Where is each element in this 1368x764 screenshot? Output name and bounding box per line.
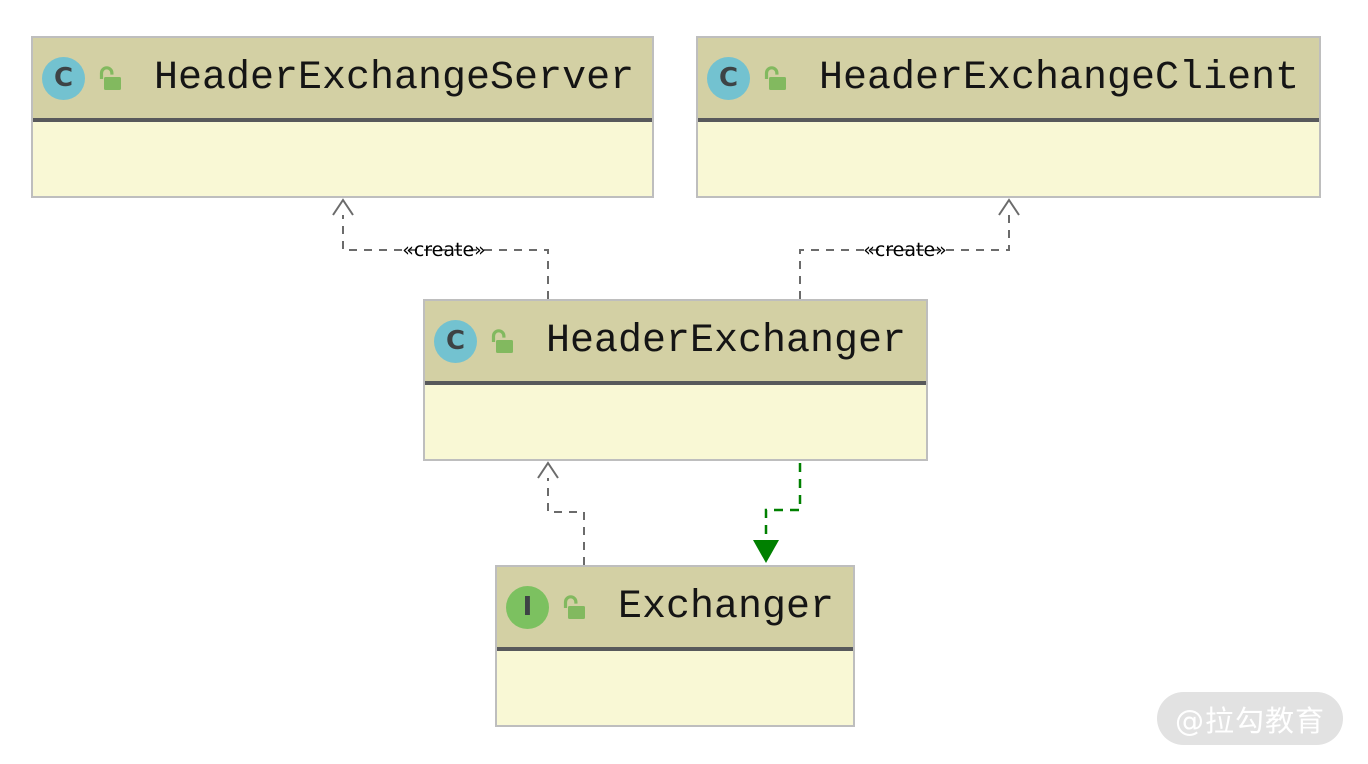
class-node-headerexchangeserver[interactable]: C HeaderExchangeServer bbox=[31, 36, 654, 198]
class-name: HeaderExchangeServer bbox=[154, 55, 635, 101]
edge-dependency-exchanger bbox=[537, 461, 585, 565]
class-members-compartment bbox=[33, 122, 652, 196]
edge-label-create-client: «create» bbox=[863, 239, 947, 261]
unlocked-padlock-icon bbox=[563, 594, 585, 619]
class-header: I Exchanger bbox=[497, 567, 853, 651]
unlocked-padlock-icon bbox=[764, 65, 786, 90]
edge-create-server bbox=[332, 198, 549, 299]
class-name: HeaderExchanger bbox=[546, 318, 907, 364]
class-icon: C bbox=[434, 319, 477, 363]
unlocked-padlock-icon bbox=[99, 65, 121, 90]
filled-triangle-arrowhead bbox=[753, 540, 779, 563]
open-arrowhead bbox=[332, 198, 354, 216]
class-members-compartment bbox=[497, 651, 853, 725]
unlocked-padlock-icon bbox=[491, 328, 513, 353]
interface-name: Exchanger bbox=[618, 584, 835, 630]
interface-icon: I bbox=[506, 585, 549, 629]
class-icon: C bbox=[707, 56, 750, 100]
edge-label-create-server: «create» bbox=[402, 239, 486, 261]
interface-node-exchanger[interactable]: I Exchanger bbox=[495, 565, 855, 727]
class-members-compartment bbox=[425, 385, 926, 459]
open-arrowhead bbox=[998, 198, 1020, 216]
class-header: C HeaderExchangeServer bbox=[33, 38, 652, 122]
class-header: C HeaderExchanger bbox=[425, 301, 926, 385]
open-arrowhead bbox=[537, 461, 559, 479]
class-icon: C bbox=[42, 56, 85, 100]
class-name: HeaderExchangeClient bbox=[819, 55, 1300, 101]
class-node-headerexchanger[interactable]: C HeaderExchanger bbox=[423, 299, 928, 461]
edge-create-client bbox=[799, 198, 1020, 299]
class-node-headerexchangeclient[interactable]: C HeaderExchangeClient bbox=[696, 36, 1321, 198]
watermark-badge: @拉勾教育 bbox=[1157, 692, 1343, 745]
edge-realization-exchanger bbox=[753, 463, 802, 563]
class-members-compartment bbox=[698, 122, 1319, 196]
class-header: C HeaderExchangeClient bbox=[698, 38, 1319, 122]
